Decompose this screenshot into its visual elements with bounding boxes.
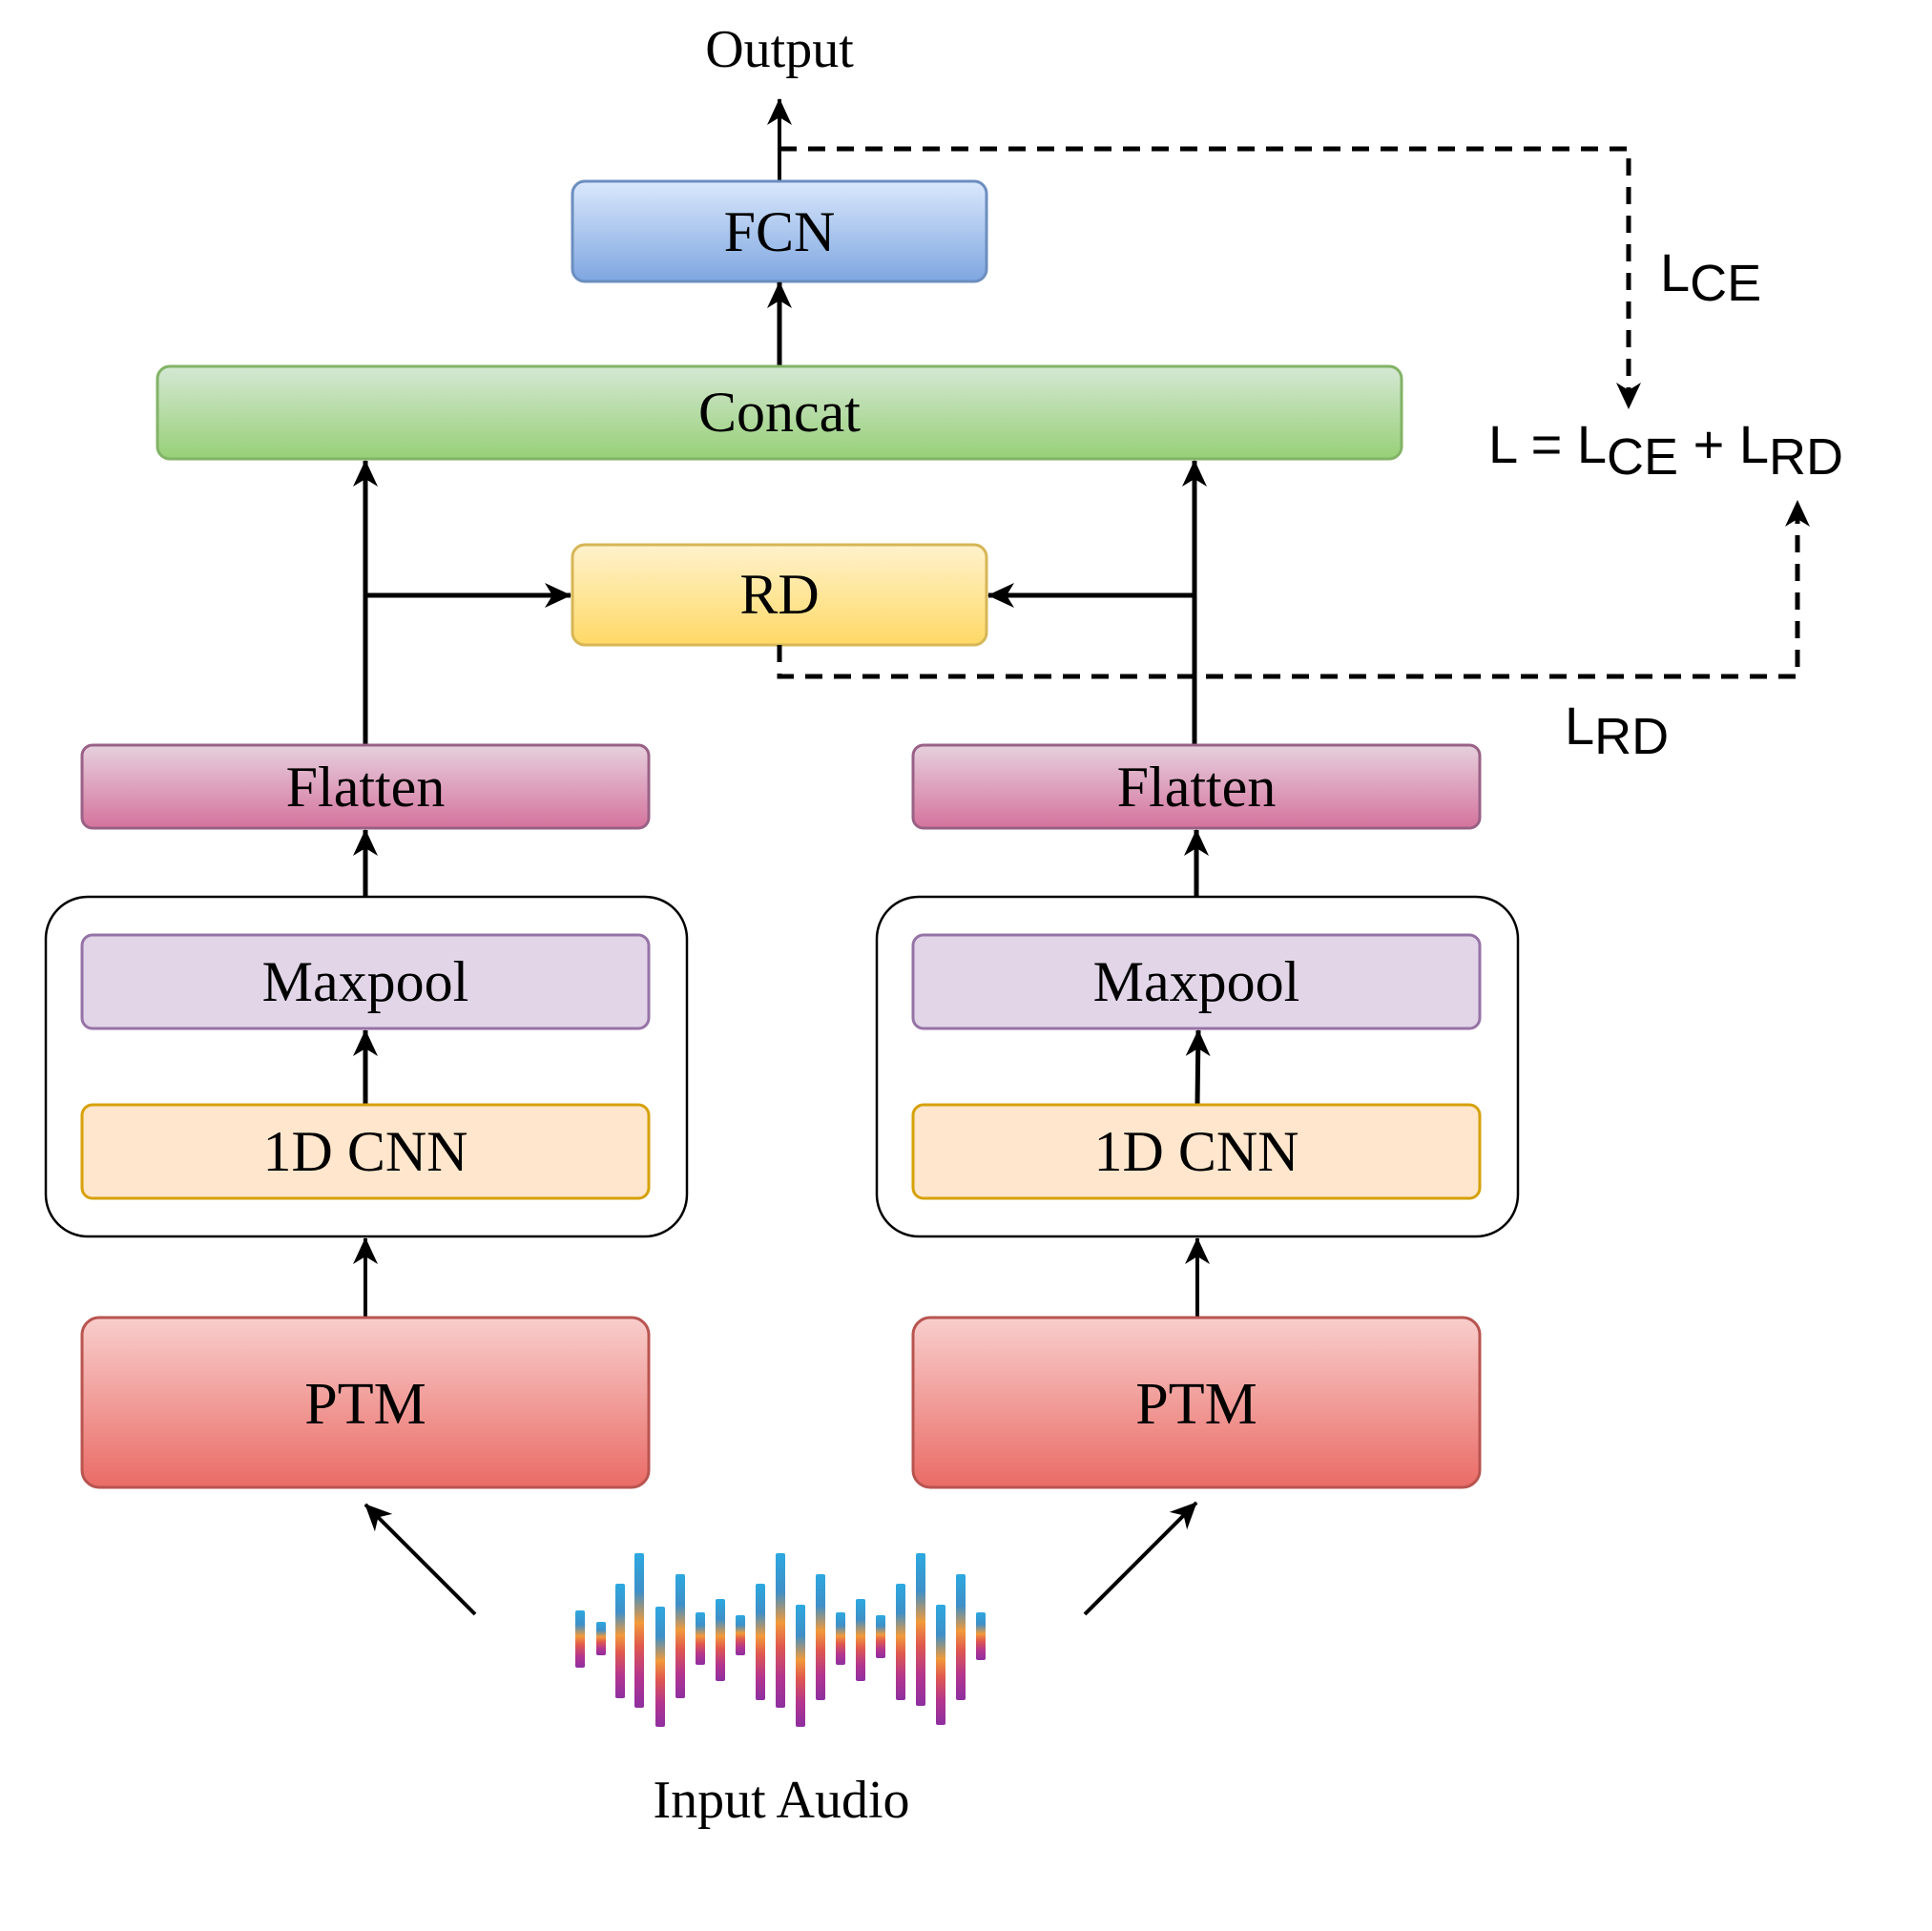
concat-label: Concat: [698, 381, 861, 444]
total-loss-a-main: L: [1577, 414, 1607, 474]
flatten-right-block: Flatten: [911, 743, 1482, 830]
waveform-bar: [796, 1605, 805, 1727]
waveform-bar: [896, 1584, 905, 1700]
waveform-bar: [916, 1553, 925, 1706]
maxpool-right-block: Maxpool: [911, 933, 1482, 1030]
concat-block: Concat: [156, 364, 1403, 461]
waveform-bar: [675, 1574, 685, 1698]
left-cnn-group-frame: [44, 895, 689, 1238]
cnn-right-block: 1D CNN: [911, 1103, 1482, 1200]
waveform-bar: [634, 1553, 644, 1708]
waveform-bar: [816, 1574, 825, 1700]
loss-rd-sub: RD: [1594, 708, 1669, 765]
ptm-right-block: PTM: [911, 1316, 1482, 1489]
waveform-bar: [776, 1553, 785, 1708]
maxpool-right-label: Maxpool: [1093, 950, 1300, 1013]
cnn-left-label: 1D CNN: [262, 1120, 467, 1183]
flatten-left-label: Flatten: [286, 756, 446, 819]
total-loss-b-sub: RD: [1769, 428, 1843, 486]
waveform-bar: [736, 1615, 745, 1655]
waveform-bar: [756, 1584, 765, 1700]
right-cnn-group-frame: [875, 895, 1520, 1238]
waveform-bar: [976, 1612, 986, 1660]
loss-ce-main: L: [1660, 242, 1690, 302]
cnn-right-label: 1D CNN: [1093, 1120, 1298, 1183]
waveform-bar: [596, 1622, 606, 1655]
total-loss-lhs: L =: [1488, 414, 1577, 474]
input-audio-label: Input Audio: [653, 1771, 909, 1830]
loss-ce-label: LCE: [1660, 242, 1761, 312]
rd-block: RD: [571, 543, 988, 647]
waveform-bar: [615, 1584, 625, 1698]
loss-ce-sub: CE: [1690, 255, 1761, 312]
ptm-left-label: PTM: [304, 1372, 426, 1437]
waveform-bar: [836, 1612, 845, 1665]
fcn-block: FCN: [571, 179, 988, 283]
dashed-rd-path: [777, 500, 1810, 679]
total-loss-a-sub: CE: [1607, 428, 1678, 486]
waveform-bar: [655, 1607, 665, 1727]
waveform-bar: [696, 1612, 705, 1665]
total-loss-equation: L = LCE + LRD: [1488, 414, 1843, 486]
waveform-bar: [856, 1599, 865, 1681]
cnn-left-block: 1D CNN: [80, 1103, 651, 1200]
ptm-right-label: PTM: [1135, 1372, 1257, 1437]
fcn-label: FCN: [724, 200, 836, 263]
loss-rd-main: L: [1565, 696, 1594, 756]
waveform-bar: [575, 1610, 585, 1668]
maxpool-left-label: Maxpool: [262, 950, 469, 1013]
waveform-bar: [716, 1599, 725, 1681]
output-label: Output: [705, 20, 854, 79]
maxpool-left-block: Maxpool: [80, 933, 651, 1030]
total-loss-b-main: L: [1739, 414, 1769, 474]
waveform-bar: [956, 1574, 966, 1700]
arrow-right-cnn-to-maxpool: [1185, 1029, 1211, 1106]
flatten-left-block: Flatten: [80, 743, 651, 830]
rd-label: RD: [739, 563, 819, 626]
waveform-bar: [876, 1615, 885, 1658]
arrow-input-to-left-ptm: [364, 1503, 477, 1616]
loss-rd-label: LRD: [1565, 696, 1669, 765]
ptm-left-block: PTM: [80, 1316, 651, 1489]
audio-waveform-icon: [575, 1553, 986, 1727]
flatten-right-label: Flatten: [1117, 756, 1277, 819]
arrow-input-to-right-ptm: [1083, 1501, 1198, 1616]
waveform-bar: [936, 1605, 945, 1725]
total-loss-plus: +: [1678, 414, 1739, 474]
